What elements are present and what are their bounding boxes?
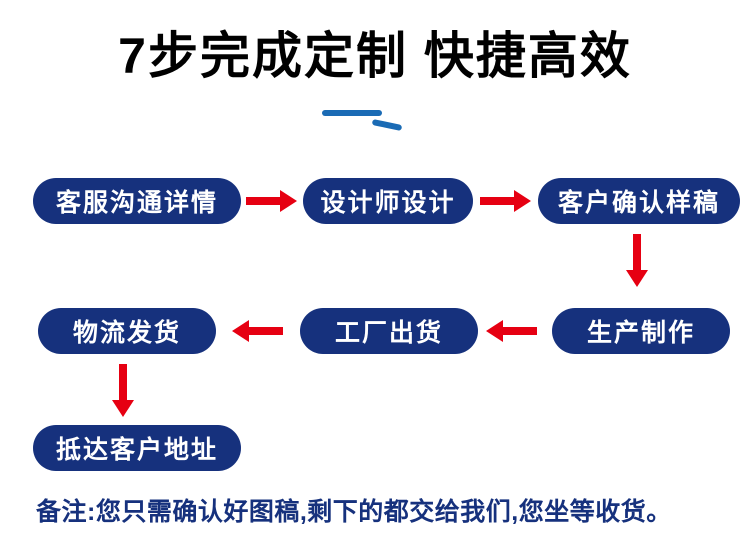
arrow-shaft	[633, 234, 641, 270]
arrow-right-icon	[246, 190, 297, 212]
step-arrive-address: 抵达客户地址	[33, 425, 241, 471]
arrow-shaft	[246, 197, 280, 205]
title-divider-long	[322, 110, 382, 116]
arrow-head	[280, 190, 297, 212]
title-divider-short	[371, 118, 403, 132]
step-logistics-ship: 物流发货	[38, 308, 216, 354]
step-designer-design: 设计师设计	[303, 178, 473, 224]
arrow-head	[626, 270, 648, 287]
arrow-right-icon	[480, 190, 531, 212]
arrow-down-icon	[112, 364, 134, 417]
arrow-head	[112, 400, 134, 417]
arrow-shaft	[119, 364, 127, 400]
arrow-shaft	[249, 327, 283, 335]
arrow-head	[232, 320, 249, 342]
arrow-shaft	[503, 327, 537, 335]
step-production: 生产制作	[552, 308, 730, 354]
arrow-shaft	[480, 197, 514, 205]
note-text: 备注:您只需确认好图稿,剩下的都交给我们,您坐等收货。	[36, 498, 672, 526]
step-customer-confirm: 客户确认样稿	[538, 178, 740, 224]
arrow-head	[486, 320, 503, 342]
arrow-head	[514, 190, 531, 212]
step-factory-ship: 工厂出货	[300, 308, 478, 354]
step-customer-service: 客服沟通详情	[33, 178, 241, 224]
arrow-left-icon	[232, 320, 283, 342]
arrow-down-icon	[626, 234, 648, 287]
page-title: 7步完成定制 快捷高效	[118, 28, 632, 84]
arrow-left-icon	[486, 320, 537, 342]
